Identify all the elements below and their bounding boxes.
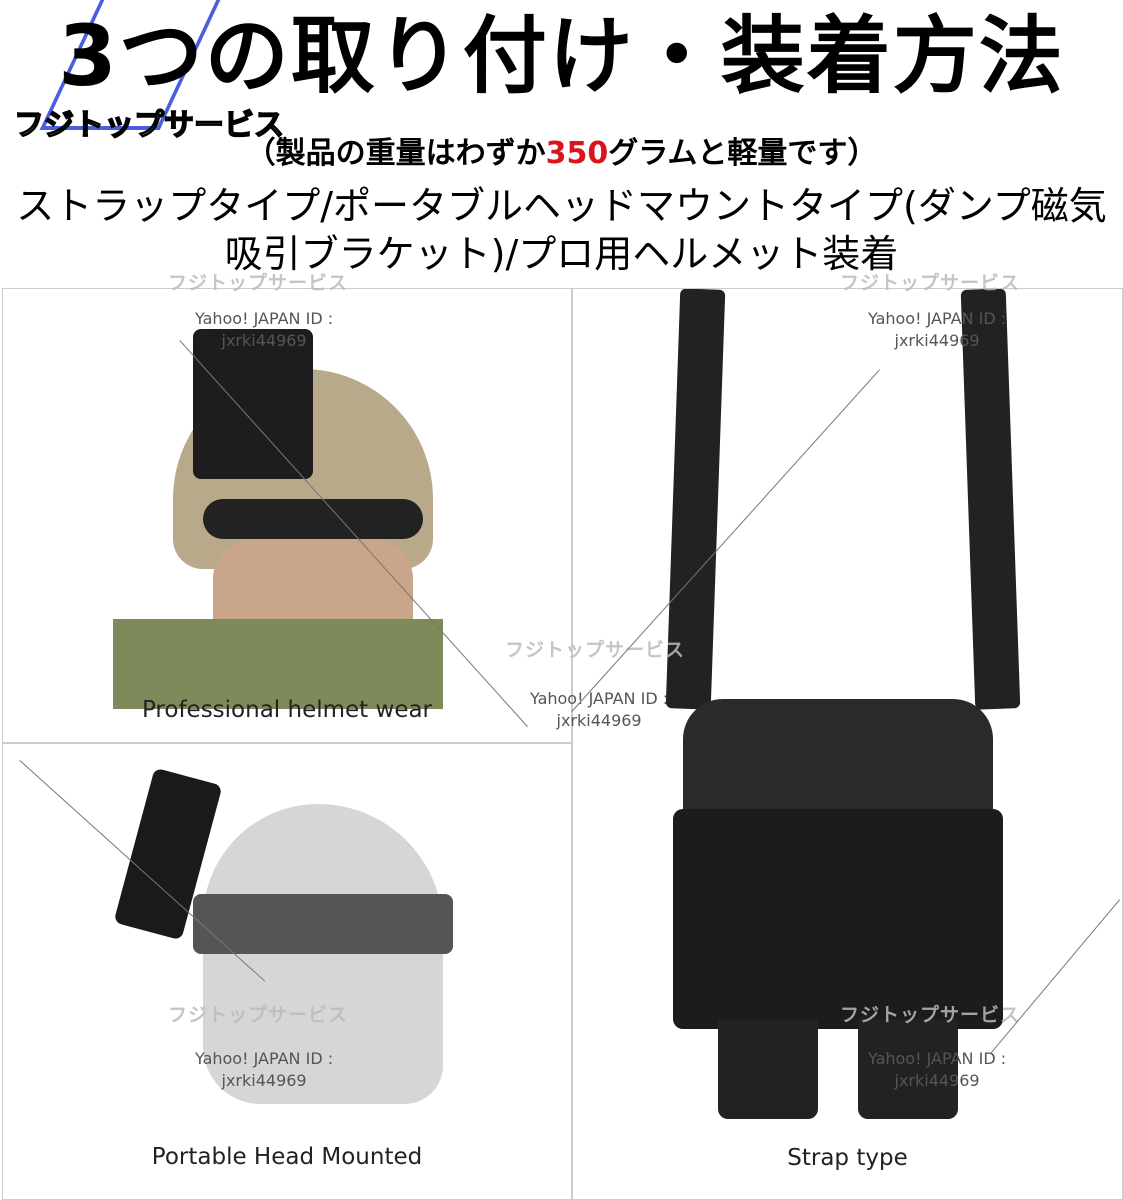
weight-subtitle: （製品の重量はわずか350グラムと軽量です） (0, 128, 1123, 172)
panel-strap: Strap type (572, 288, 1123, 1200)
watermark-brand: フジトップサービス (168, 272, 349, 294)
watermark-brand: フジトップサービス (168, 1004, 349, 1026)
watermark-id: Yahoo! JAPAN ID :jxrki44969 (868, 1049, 1007, 1090)
caption-helmet: Professional helmet wear (141, 697, 433, 723)
helmet-image (113, 329, 443, 709)
description-line-2: 吸引ブラケット)/プロ用ヘルメット装着 (224, 232, 899, 276)
page-title: 3つの取り付け・装着方法 (58, 7, 1065, 105)
watermark-id: Yahoo! JAPAN ID :jxrki44969 (195, 309, 334, 350)
subtitle-text: （製品の重量はわずか (245, 136, 546, 171)
subtitle-text-end: グラムと軽量です） (608, 136, 878, 171)
watermark-brand: フジトップサービス (505, 639, 686, 661)
watermark-brand: フジトップサービス (840, 272, 1021, 294)
brand-logo-text: フジトップサービス (13, 107, 285, 144)
watermark-id: Yahoo! JAPAN ID :jxrki44969 (195, 1049, 334, 1090)
watermark-brand: フジトップサービス (840, 1004, 1021, 1026)
mount-types-description: ストラップタイプ/ポータブルヘッドマウントタイプ(ダンプ磁気吸引ブラケット)/プ… (10, 182, 1113, 278)
weight-value: 350 (545, 136, 609, 171)
panel-head-mount: Portable Head Mounted (2, 743, 572, 1200)
description-line-1: ストラップタイプ/ポータブルヘッドマウントタイプ(ダンプ磁気 (16, 184, 1107, 228)
watermark-id: Yahoo! JAPAN ID :jxrki44969 (530, 689, 669, 730)
caption-head-mounted: Portable Head Mounted (151, 1144, 423, 1170)
caption-strap: Strap type (787, 1145, 908, 1171)
watermark-id: Yahoo! JAPAN ID :jxrki44969 (868, 309, 1007, 350)
panel-helmet: Professional helmet wear (2, 288, 572, 743)
